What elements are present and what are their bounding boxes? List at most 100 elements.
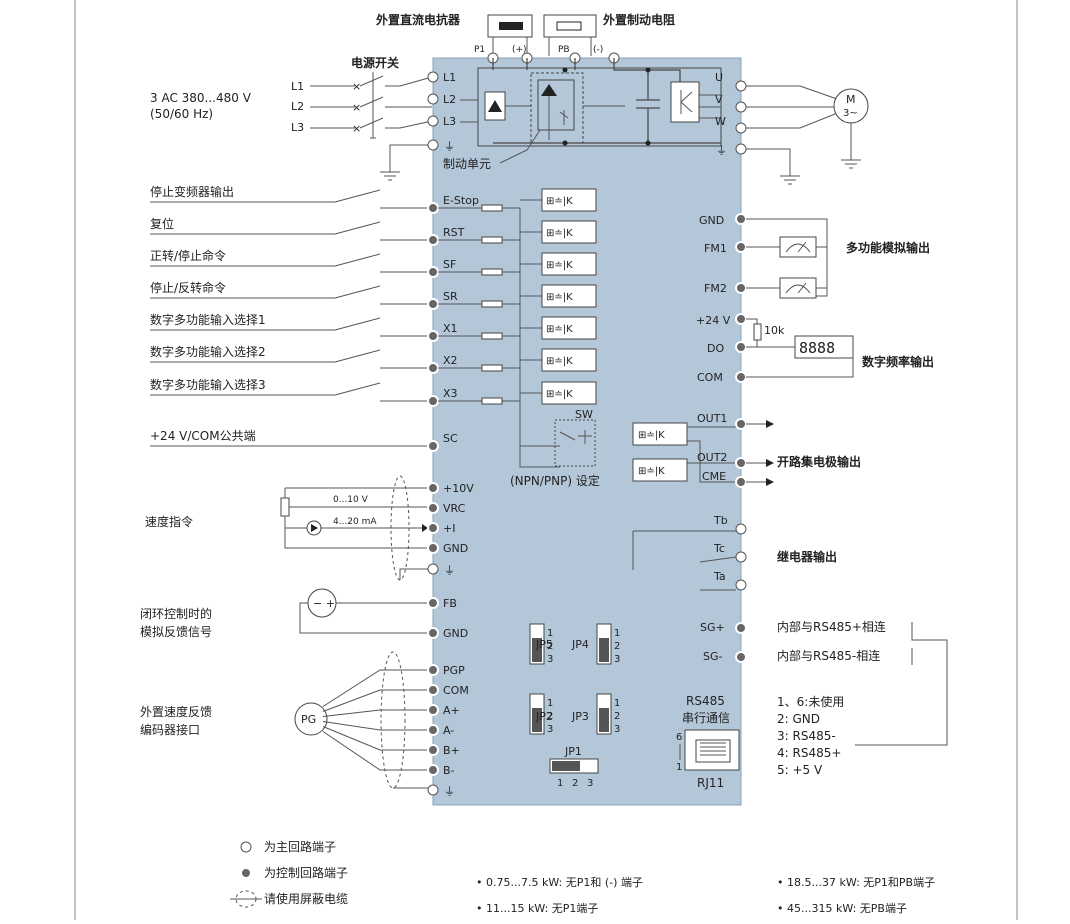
input-terminal-text-1: RST (443, 226, 465, 239)
encoder-terminal-text-0: PGP (443, 664, 465, 677)
input-label-6: 数字多功能输入选择3 (150, 377, 266, 392)
sc-label: +24 V/COM公共端 (150, 429, 256, 443)
jp4-label: JP4 (571, 638, 589, 651)
terminal-sgm (735, 651, 747, 663)
terminal-do (735, 341, 747, 353)
terminal-tc (735, 551, 747, 563)
display-digits-icon: 8888 (799, 339, 835, 357)
svg-text:− +: − + (313, 597, 335, 610)
l2-terminal-text: L2 (443, 93, 456, 106)
terminal-fm1 (735, 241, 747, 253)
optocoupler-icon-1 (541, 220, 597, 244)
pg-encoder-icon (294, 702, 328, 736)
meter-fm2-icon (779, 277, 817, 299)
ta-text: Ta (713, 570, 726, 583)
encoder-terminal-text-2: A+ (443, 704, 460, 717)
note-2: • 11...15 kW: 无P1端子 (476, 902, 598, 915)
gnd-analog-text: GND (443, 542, 468, 555)
terminal-encoder-1 (427, 684, 439, 696)
terminal-encoder-5 (427, 764, 439, 776)
feedback-label-1: 闭环控制时的 (140, 606, 212, 621)
w-label: W (715, 115, 726, 128)
terminal-ta (735, 579, 747, 591)
inverter-panel (432, 57, 742, 806)
input-label-2: 正转/停止命令 (150, 248, 226, 263)
legend-ctrl: 为控制回路端子 (264, 865, 348, 880)
svg-text:3: 3 (587, 778, 593, 789)
power-switch-label: 电源开关 (351, 55, 399, 70)
input-terminal-text-5: X2 (443, 354, 458, 367)
pg-label: PG (301, 713, 316, 726)
terminal-sc (427, 440, 439, 452)
tc-text: Tc (713, 542, 725, 555)
optocoupler-icon-6 (541, 381, 597, 405)
input-label-4: 数字多功能输入选择1 (150, 312, 266, 327)
plus-i-text: +I (443, 522, 455, 535)
terminal-pe-right (735, 143, 747, 155)
note-4: • 45...315 kW: 无PB端子 (777, 902, 907, 915)
analog-out-label: 多功能模拟输出 (846, 240, 930, 255)
terminal-encoder-4 (427, 744, 439, 756)
line-l2-label: L2 (291, 100, 304, 113)
sgm-text: SG- (703, 650, 723, 663)
svg-text:3: 3 (614, 724, 620, 735)
optocoupler-glyph-5: ⊞≐|K (546, 356, 573, 367)
shield-analog-icon: ⏚ (444, 564, 455, 577)
encoder-terminal-text-4: B+ (443, 744, 460, 757)
optocoupler-glyph-4: ⊞≐|K (546, 324, 573, 335)
v-label: V (715, 93, 723, 106)
vrc-text: VRC (443, 502, 466, 515)
npn-pnp-setting: (NPN/PNP) 设定 (510, 473, 600, 488)
supply-frequency: (50/60 Hz) (150, 107, 213, 121)
p24-text: +24 V (696, 314, 731, 327)
dc-reactor-label: 外置直流电抗器 (376, 12, 461, 27)
legend-main-icon (240, 841, 252, 853)
input-terminal-text-0: E-Stop (443, 194, 479, 207)
gnd-fb-text: GND (443, 627, 468, 640)
jp5-label: JP5 (535, 638, 553, 651)
digital-inputs: 停止变频器输出E-Stop⊞≐|K复位RST⊞≐|K正转/停止命令SF⊞≐|K停… (150, 184, 597, 407)
supply-voltage: 3 AC 380...480 V (150, 91, 252, 105)
terminal-gnd-analog (427, 542, 439, 554)
minus-label: (-) (593, 45, 603, 55)
terminal-fm2 (735, 282, 747, 294)
rs485-pin-1: 2: GND (777, 712, 820, 726)
terminal-shield-analog (427, 563, 439, 575)
p10v-text: +10V (443, 482, 474, 495)
input-label-1: 复位 (150, 216, 174, 231)
terminal-out2 (735, 457, 747, 469)
terminal-shield-encoder (427, 784, 439, 796)
feedback-label-2: 模拟反馈信号 (140, 625, 212, 639)
voltage-range: 0...10 V (333, 495, 369, 505)
rs485-pin-4: 5: +5 V (777, 763, 823, 777)
terminal-l1 (427, 71, 439, 83)
u-label: U (715, 71, 723, 84)
svg-text:2: 2 (614, 711, 620, 722)
terminal-l3 (427, 115, 439, 127)
svg-text:1: 1 (547, 628, 553, 639)
sgp-note: 内部与RS485+相连 (777, 619, 886, 634)
terminal-cme (735, 476, 747, 488)
line-l3-label: L3 (291, 121, 304, 134)
optocoupler-glyph-1: ⊞≐|K (546, 228, 573, 239)
brake-unit-label: 制动单元 (443, 157, 491, 171)
terminal-input-5 (427, 362, 439, 374)
input-terminal-text-6: X3 (443, 387, 458, 400)
svg-text:2: 2 (547, 711, 553, 722)
terminal-pe-left (427, 139, 439, 151)
terminal-input-4 (427, 330, 439, 342)
jp1-label: JP1 (564, 745, 582, 758)
out1-text: OUT1 (697, 412, 727, 425)
input-terminal-text-4: X1 (443, 322, 458, 335)
optocoupler-glyph-0: ⊞≐|K (546, 196, 573, 207)
pb-label: PB (558, 45, 570, 55)
terminal-10v (427, 482, 439, 494)
encoder-terminal-text-1: COM (443, 684, 469, 697)
optocoupler-icon-2 (541, 252, 597, 276)
motor-label: M (846, 93, 856, 106)
input-label-0: 停止变频器输出 (150, 184, 234, 199)
rs485-pin-0: 1、6:未使用 (777, 694, 844, 709)
optocoupler-glyph-6: ⊞≐|K (546, 389, 573, 400)
tb-text: Tb (713, 514, 728, 527)
